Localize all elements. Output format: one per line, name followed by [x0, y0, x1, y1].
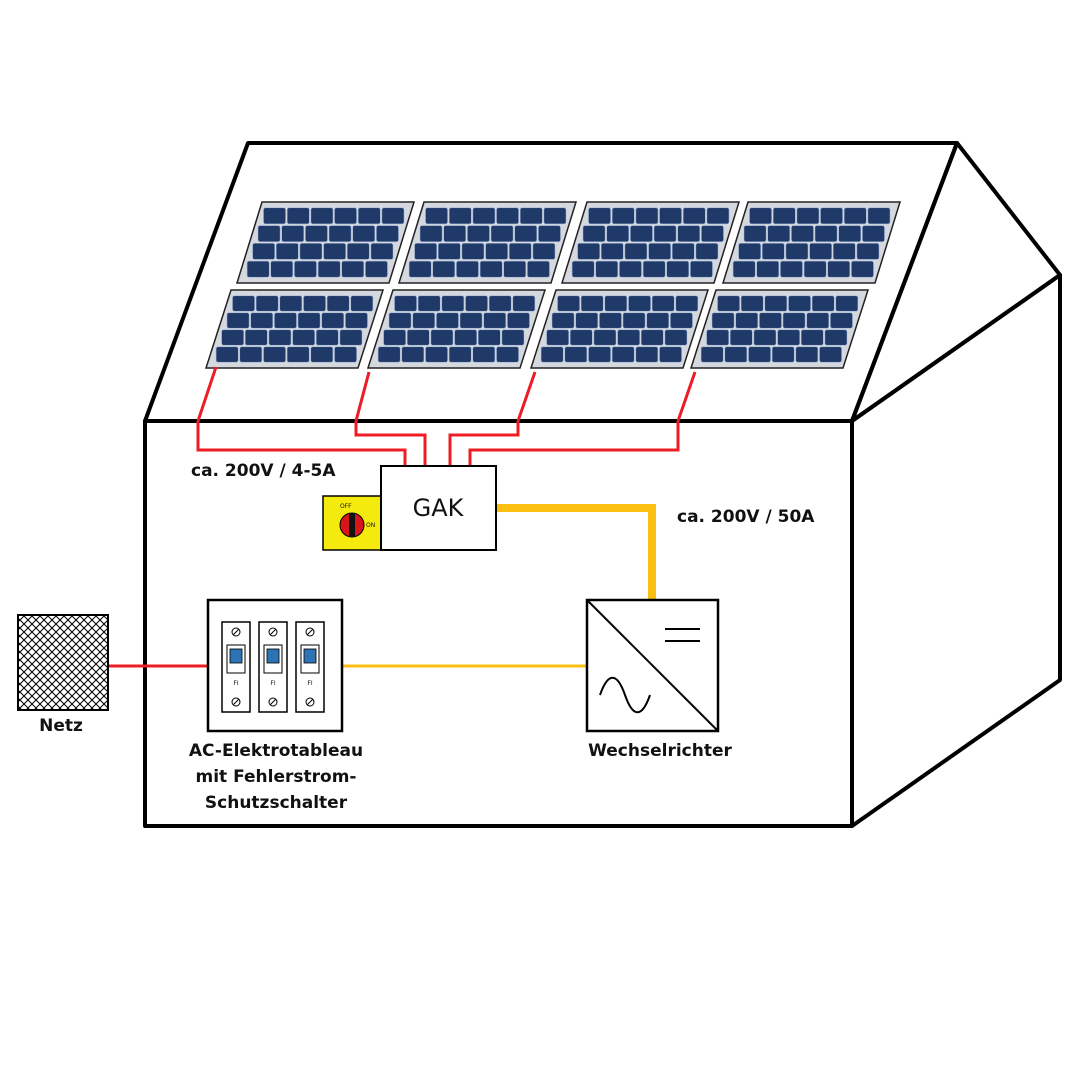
solar-panel-array	[204, 201, 902, 369]
ac-panel: FI FI FI	[206, 598, 344, 733]
solar-panel-icon	[560, 201, 741, 284]
ac-panel-label-line1: AC-Elektrotableau	[189, 741, 363, 761]
solar-panel-icon	[689, 289, 870, 369]
dc-string-wire	[448, 371, 537, 466]
breaker-tag: FI	[233, 680, 238, 687]
gak-box: GAK	[380, 465, 497, 551]
circuit-breaker-icon: FI	[295, 621, 325, 713]
ac-panel-label-line2: mit Fehlerstrom-	[196, 767, 357, 787]
svg-text:ON: ON	[366, 522, 375, 529]
circuit-breaker-icon: FI	[221, 621, 251, 713]
inverter-label: Wechselrichter	[588, 741, 732, 761]
roof-side	[850, 141, 1062, 423]
solar-panel-icon	[235, 201, 416, 284]
dc-main-label: ca. 200V / 50A	[677, 507, 815, 527]
solar-panel-icon	[529, 289, 710, 369]
grid-label: Netz	[39, 716, 83, 736]
gak-label: GAK	[413, 494, 465, 522]
dc-main-wire	[496, 504, 656, 600]
solar-panel-icon	[721, 201, 902, 284]
breaker-tag: FI	[270, 680, 275, 687]
side-wall	[850, 273, 1062, 828]
power-grid-icon	[17, 614, 109, 711]
ac-panel-label-line3: Schutzschalter	[205, 793, 348, 813]
circuit-breaker-icon: FI	[258, 621, 288, 713]
svg-text:OFF: OFF	[340, 503, 352, 510]
dc-string-wire	[196, 366, 407, 466]
solar-panel-icon	[366, 289, 547, 369]
dc-string-wires	[196, 366, 697, 466]
house-outline	[143, 141, 1062, 828]
dc-string-wire	[468, 371, 697, 466]
dc-string-wire	[354, 371, 427, 466]
solar-panel-icon	[397, 201, 578, 284]
inverter-dc-ac-icon	[585, 598, 720, 733]
dc-string-label: ca. 200V / 4-5A	[191, 461, 336, 481]
breaker-tag: FI	[307, 680, 312, 687]
solar-panel-icon	[204, 289, 385, 369]
dc-disconnect-switch-icon: OFF ON	[322, 495, 382, 551]
